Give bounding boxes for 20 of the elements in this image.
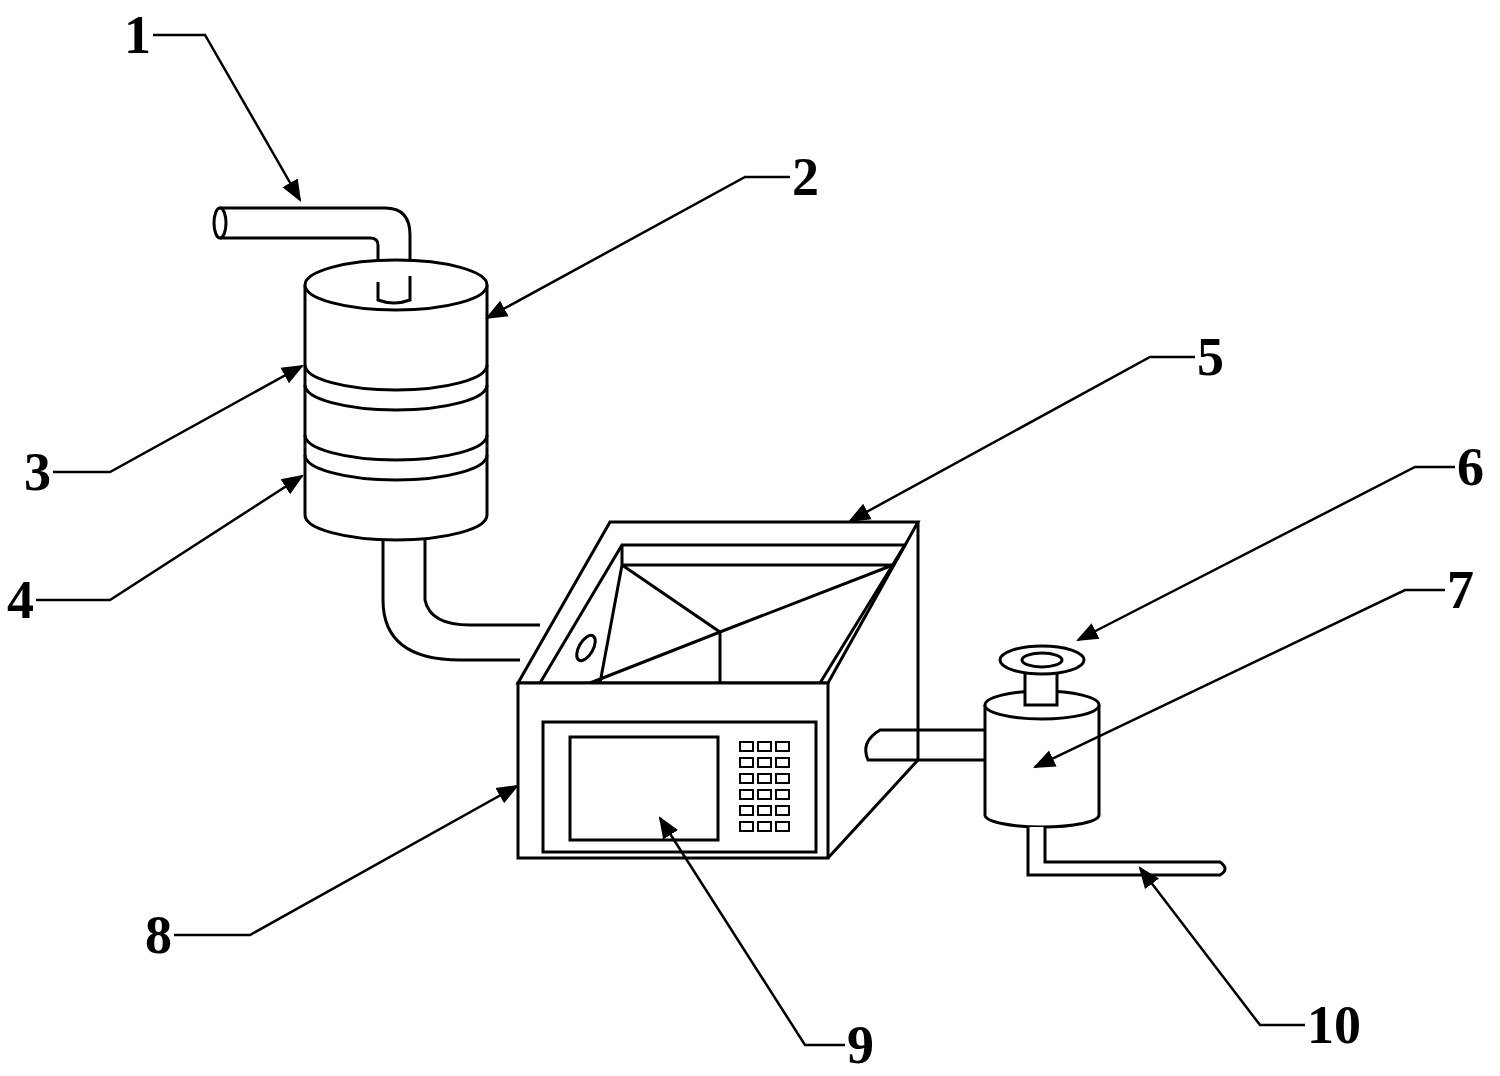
callout-number: 5 (1195, 330, 1226, 384)
callout-number: 2 (790, 150, 821, 204)
leader-line (658, 816, 845, 1047)
leader-line (174, 784, 519, 937)
callout-number: 8 (143, 908, 174, 962)
callout-number: 4 (5, 573, 36, 627)
callout-number: 3 (22, 445, 53, 499)
leader-line (1076, 465, 1455, 642)
leader-line (36, 474, 304, 602)
leader-line (153, 33, 302, 202)
callout-number: 7 (1445, 563, 1476, 617)
leader-line (1138, 866, 1305, 1027)
callout-number: 6 (1455, 440, 1486, 494)
leader-line (1033, 588, 1445, 769)
leader-line (848, 355, 1195, 523)
callout-number: 9 (845, 1018, 876, 1072)
callout-number: 10 (1305, 998, 1363, 1052)
callout-number: 1 (122, 8, 153, 62)
leader-line (485, 175, 790, 320)
leader-line (53, 364, 304, 474)
